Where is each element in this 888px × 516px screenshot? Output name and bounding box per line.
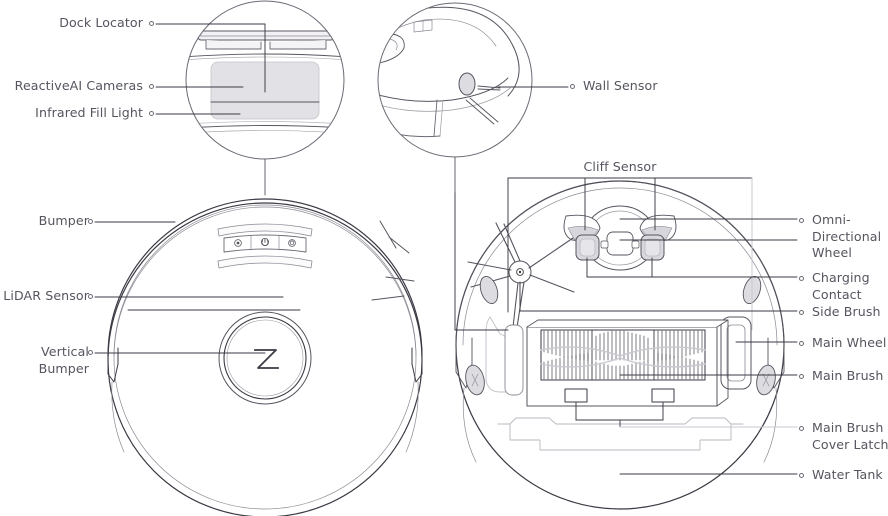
- callout-dot-vertical-bumper[interactable]: [88, 350, 93, 355]
- label-main-wheel: Main Wheel: [812, 335, 887, 350]
- leader-lines: [94, 23, 798, 475]
- label-charging-contact: Charging Contact: [812, 270, 870, 302]
- label-reactiveai-cameras: ReactiveAI Cameras: [14, 78, 143, 93]
- callout-dot-lidar-sensor[interactable]: [88, 294, 93, 299]
- callout-dot-main-brush-cover-latch[interactable]: [799, 426, 804, 431]
- robot-top-view: [107, 198, 423, 516]
- label-main-brush-cover-latch: Main Brush Cover Latch: [812, 420, 888, 452]
- wall-sensor-detail-circle: [377, 2, 533, 158]
- label-dock-locator: Dock Locator: [59, 15, 143, 30]
- label-cliff-sensor: Cliff Sensor: [583, 159, 657, 174]
- callout-dot-omni-directional-wheel[interactable]: [799, 218, 804, 223]
- label-water-tank: Water Tank: [812, 467, 883, 482]
- callout-dot-bumper[interactable]: [88, 219, 93, 224]
- label-bumper: Bumper: [38, 213, 89, 228]
- callout-dot-main-wheel[interactable]: [799, 341, 804, 346]
- label-wall-sensor: Wall Sensor: [583, 78, 658, 93]
- robot-bottom-view: [455, 180, 785, 510]
- callout-dot-main-brush[interactable]: [799, 374, 804, 379]
- callout-dot-reactiveai-cameras[interactable]: [149, 84, 154, 89]
- label-side-brush: Side Brush: [812, 304, 881, 319]
- callout-dot-charging-contact[interactable]: [799, 276, 804, 281]
- callout-dot-wall-sensor[interactable]: [570, 84, 575, 89]
- callout-dot-infrared-fill-light[interactable]: [149, 111, 154, 116]
- label-main-brush: Main Brush: [812, 368, 884, 383]
- callout-dot-water-tank[interactable]: [799, 473, 804, 478]
- label-infrared-fill-light: Infrared Fill Light: [35, 105, 143, 120]
- label-lidar-sensor: LiDAR Sensor: [3, 288, 89, 303]
- label-vertical-bumper: Vertical Bumper: [38, 344, 89, 376]
- callout-dot-dock-locator[interactable]: [149, 21, 154, 26]
- label-omni-directional-wheel: Omni- Directional Wheel: [812, 212, 882, 261]
- callout-dot-side-brush[interactable]: [799, 310, 804, 315]
